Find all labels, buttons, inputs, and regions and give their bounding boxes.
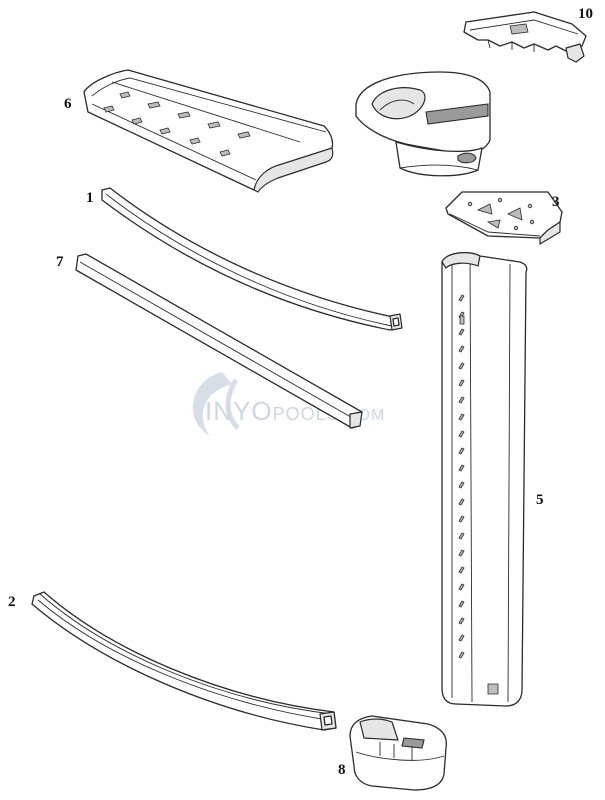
upright-slot <box>458 481 465 489</box>
upright-slot <box>458 498 465 506</box>
upright-slot <box>458 532 465 540</box>
upright-slot <box>458 345 465 353</box>
callout-5: 5 <box>536 492 544 508</box>
upright-slot <box>458 617 465 625</box>
upright-slot <box>458 328 465 336</box>
upright-slot <box>458 464 465 472</box>
upright-slot <box>458 413 465 421</box>
part-1-top-track <box>101 187 403 331</box>
upright-slot <box>458 634 465 642</box>
upright-slot <box>458 294 465 302</box>
upright-slot <box>458 549 465 557</box>
upright-slot <box>458 600 465 608</box>
part-5-upright <box>441 251 528 707</box>
watermark-brand-prefix: INYO <box>205 396 273 426</box>
upright-slot <box>458 430 465 438</box>
callout-2: 2 <box>8 594 16 610</box>
upright-slot <box>458 566 465 574</box>
part-6-top-rail <box>83 69 334 193</box>
upright-slot <box>458 396 465 404</box>
upright-slot <box>458 447 465 455</box>
upright-holes <box>458 294 465 659</box>
part-9-top-clip <box>463 11 587 63</box>
upright-slot <box>458 583 465 591</box>
part-8-bottom-cup <box>349 715 448 791</box>
callout-8: 8 <box>338 762 346 778</box>
callout-7: 7 <box>56 254 64 270</box>
part-10-top-cap <box>355 71 491 177</box>
upright-slot <box>458 379 465 387</box>
callout-6: 6 <box>64 96 72 112</box>
part-2-bottom-track <box>31 591 337 731</box>
upright-slot <box>458 515 465 523</box>
callout-1: 1 <box>86 190 94 206</box>
part-7-stabilizer-rail <box>75 253 363 429</box>
callout-3: 3 <box>552 194 560 210</box>
upright-top-hole <box>459 315 465 325</box>
upright-slot <box>458 362 465 370</box>
upright-slot <box>458 651 465 659</box>
part-3-top-plate <box>445 191 563 245</box>
watermark-swirl-icon <box>192 372 240 436</box>
callout-9: 10 <box>578 6 593 22</box>
